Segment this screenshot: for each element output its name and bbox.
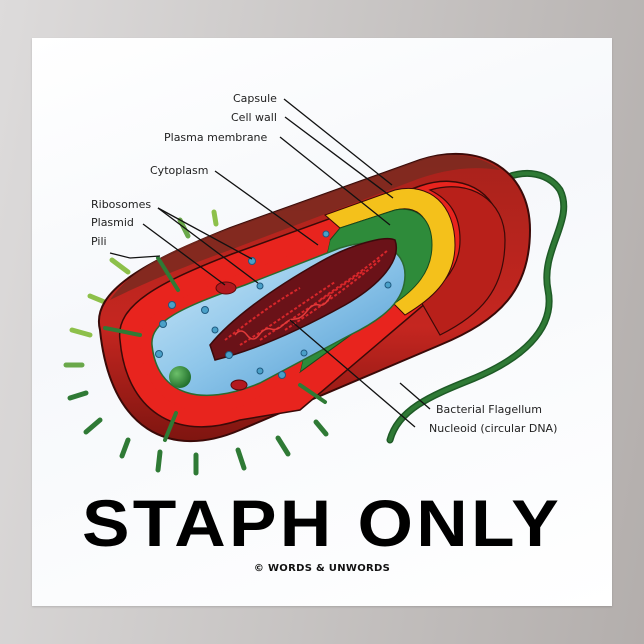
- plasmid: [215, 281, 248, 391]
- label-pili: Pili: [91, 235, 107, 248]
- label-cell-wall: Cell wall: [231, 111, 277, 124]
- label-plasma-membrane: Plasma membrane: [164, 131, 268, 144]
- ribosomes: [155, 230, 392, 379]
- copyright-text: © WORDS & UNWORDS: [253, 563, 391, 574]
- label-plasmid: Plasmid: [91, 216, 134, 229]
- label-ribosomes: Ribosomes: [91, 198, 151, 211]
- label-capsule: Capsule: [233, 92, 277, 105]
- label-cytoplasm: Cytoplasm: [150, 164, 208, 177]
- label-flagellum: Bacterial Flagellum: [436, 403, 542, 416]
- label-nucleoid: Nucleoid (circular DNA): [429, 422, 557, 435]
- nucleoid: [209, 237, 397, 361]
- leader-lines: [109, 98, 431, 428]
- storage-granule: [169, 366, 191, 388]
- poster-title: STAPH ONLY: [82, 486, 562, 560]
